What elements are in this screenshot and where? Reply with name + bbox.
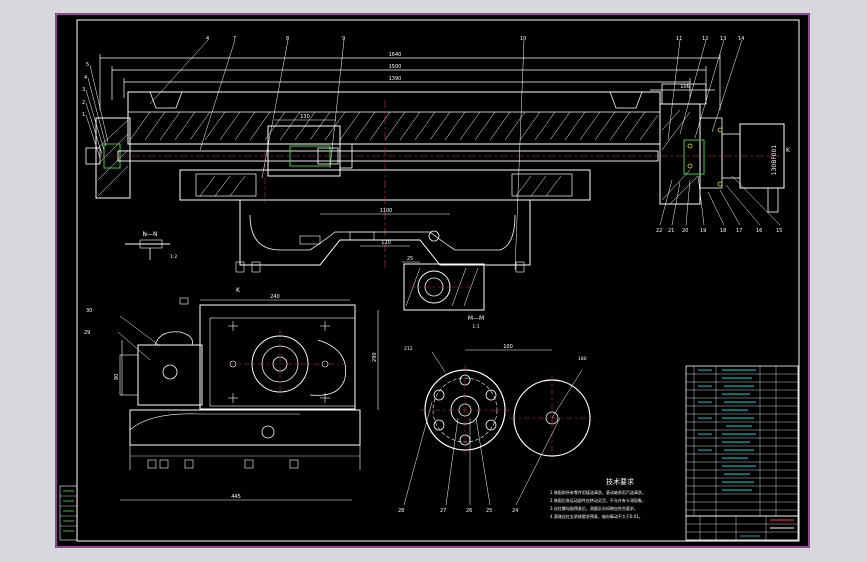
view-k-arrow-label: K	[786, 147, 791, 154]
dim-1100: 1100	[380, 208, 393, 214]
part-24: 24	[512, 508, 518, 514]
dim-290: 290	[372, 352, 378, 362]
part-20: 20	[682, 228, 688, 234]
revision-strip	[59, 485, 78, 541]
coupling-views: 100 212 180 28 27 26 25 24	[398, 344, 595, 514]
parts-list-table	[685, 365, 799, 541]
drawing-canvas	[55, 13, 810, 548]
part-27: 27	[440, 508, 446, 514]
part-4a: 4	[84, 75, 87, 81]
part-22: 22	[656, 228, 662, 234]
part-10: 10	[520, 36, 526, 42]
dim-1500: 1500	[389, 64, 402, 70]
motor-label: 130BF001	[771, 145, 778, 176]
section-mm-label: M—M	[468, 315, 484, 322]
notes-title: 技术要求	[606, 477, 634, 486]
dim-180: 180	[578, 356, 587, 362]
part-13: 13	[720, 36, 726, 42]
part-26: 26	[466, 508, 472, 514]
part-15: 15	[776, 228, 782, 234]
part-5: 5	[86, 62, 89, 68]
notes-line-4: 4.滚珠丝杠支承按要求预紧，轴向窜动不大于0.01。	[550, 513, 643, 519]
part-9: 9	[342, 36, 345, 42]
part-19: 19	[700, 228, 706, 234]
view-k-label: K	[236, 287, 241, 294]
section-mm: M—M 1:1	[403, 263, 485, 330]
title-block	[685, 515, 799, 541]
left-bearing-housing	[95, 117, 131, 199]
dim-1390: 1390	[389, 76, 402, 82]
part-3: 3	[82, 87, 85, 93]
top-leader-lines	[85, 39, 781, 271]
part-2: 2	[82, 100, 85, 106]
part-21: 21	[668, 228, 674, 234]
dim-130: 130	[300, 114, 310, 120]
part-11: 11	[676, 36, 682, 42]
part-30: 30	[86, 308, 92, 314]
part-7: 7	[233, 36, 236, 42]
top-part-numbers: 5 4 3 2 1 4 7 8 9 10 11 12 13 14 22 21 2…	[82, 36, 782, 234]
dim-445: 445	[231, 494, 241, 500]
main-assembly-view: 1640 1500 1390 106	[85, 52, 791, 273]
part-12: 12	[702, 36, 708, 42]
dim-1640: 1640	[389, 52, 402, 58]
part-25: 25	[486, 508, 492, 514]
part-17: 17	[736, 228, 742, 234]
part-8: 8	[286, 36, 289, 42]
notes-line-1: 1.装配前所有零件用煤油清洗，滚动轴承用汽油清洗。	[550, 489, 646, 495]
outer-frame	[55, 13, 810, 548]
part-4b: 4	[206, 36, 209, 42]
section-mm-scale: 1:1	[472, 324, 479, 330]
view-k: K 240	[84, 287, 379, 501]
part-14: 14	[738, 36, 744, 42]
dim-212: 212	[404, 346, 413, 352]
dim-100: 100	[503, 344, 513, 350]
part-1: 1	[82, 112, 85, 118]
inner-frame	[76, 19, 800, 542]
part-16: 16	[756, 228, 762, 234]
section-nn: N—N 1:2	[125, 231, 177, 260]
part-28: 28	[398, 508, 404, 514]
part-29: 29	[84, 330, 90, 336]
dim-120: 120	[381, 240, 391, 246]
part-18: 18	[720, 228, 726, 234]
technical-notes: 技术要求 1.装配前所有零件用煤油清洗，滚动轴承用汽油清洗。 2.装配后各运动部…	[550, 477, 646, 519]
dim-106: 106	[680, 84, 690, 90]
notes-line-3: 3.丝杠螺母副预紧后，测量反向间隙应符合要求。	[550, 505, 638, 511]
dim-25: 25	[407, 256, 413, 262]
dim-80: 80	[114, 374, 120, 380]
notes-line-2: 2.装配后各运动部件应转动灵活，不允许有卡滞现象。	[550, 497, 646, 503]
table-hatch	[129, 111, 659, 141]
section-nn-label: N—N	[143, 231, 158, 238]
section-nn-scale: 1:2	[170, 254, 177, 260]
dim-240: 240	[270, 294, 280, 300]
